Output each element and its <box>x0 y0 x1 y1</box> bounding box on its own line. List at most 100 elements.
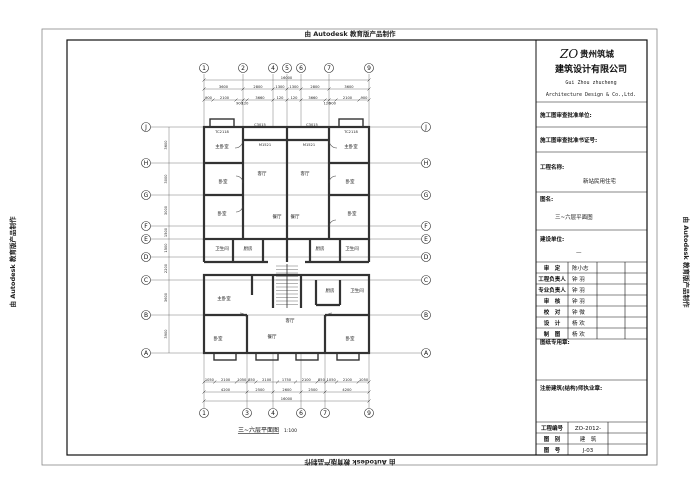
axis-bubble <box>364 63 374 73</box>
dim-top-sub: 2100 <box>220 96 230 100</box>
axis-label-side: C <box>424 277 428 284</box>
dim-left: 1500 <box>164 227 168 237</box>
axis-label-top: 4 <box>271 65 275 72</box>
axis-label-side: A <box>424 350 429 357</box>
dimension-tick <box>323 98 327 102</box>
axis-label-bottom: 6 <box>299 410 303 417</box>
registered-seal-label: 注册建筑(结构)师执业章: <box>540 384 602 392</box>
dim-bottom: 2500 <box>255 388 265 392</box>
sheet-no-label: 图 号 <box>544 446 561 454</box>
signature-table: 审 定陈小志工程负责人钟 羽专业负责人钟 羽审 核钟 羽校 对钟 微设 计杨 欢… <box>538 264 589 338</box>
axis-bubble <box>296 408 306 418</box>
axis-bubble <box>141 275 151 285</box>
drawing-name: 三~六层平面图 <box>555 213 593 221</box>
dim-top: 2800 <box>310 85 320 89</box>
dim-top: 1300 <box>275 85 285 89</box>
company-name-2: 建筑设计有限公司 <box>555 63 627 75</box>
axis-label-side: F <box>144 223 148 230</box>
axis-bubble <box>141 190 151 200</box>
dim-bottom: 4200 <box>342 388 352 392</box>
walls <box>202 125 371 355</box>
dimension-tick <box>271 87 275 91</box>
dim-bottom: 2600 <box>282 388 292 392</box>
dimension-tick <box>334 380 339 384</box>
project-name-label: 工程名称: <box>540 163 564 171</box>
axis-bubble <box>268 63 278 73</box>
signature-role: 校 对 <box>544 308 561 316</box>
dim-top: 1300 <box>289 85 299 89</box>
dimension-tick <box>299 390 303 394</box>
signature-name: 杨 欢 <box>572 330 585 338</box>
dim-top-sub: 900 <box>361 96 369 100</box>
dimension-tick <box>324 380 328 384</box>
axis-label-side: G <box>424 192 429 199</box>
axis-bubble <box>421 275 431 285</box>
signature-name: 钟 羽 <box>572 286 585 294</box>
dimension-tick <box>202 98 206 102</box>
room-label: 客厅 <box>286 317 295 324</box>
dim-top: 2800 <box>253 85 263 89</box>
dim-top-sub: 120 <box>291 96 299 100</box>
watermark-bottom: 由 Autodesk 教育版产品制作 <box>304 458 396 467</box>
dim-top: 3600 <box>344 85 354 89</box>
room-labels: 主卧室主卧室卧室卧室卧室卧室客厅客厅餐厅餐厅卫生间卫生间厨房厨房主卧室厨房卫生间… <box>214 143 365 342</box>
axis-label-side: G <box>144 192 149 199</box>
discipline-label: 图 别 <box>544 435 561 443</box>
dim-left: 2200 <box>164 263 168 273</box>
dim-bottom-sub: 850 <box>318 378 326 382</box>
room-label: 卧室 <box>348 210 357 217</box>
window-label: TC2118 <box>343 130 358 134</box>
dim-left: 3900 <box>164 329 168 339</box>
axis-label-side: E <box>144 236 148 243</box>
axis-label-top: 2 <box>241 65 245 72</box>
room-label: 卧室 <box>214 335 223 342</box>
axis-bubble <box>364 408 374 418</box>
dim-bottom-sub: 2100 <box>221 378 231 382</box>
room-label: 客厅 <box>301 170 310 177</box>
client-label: 建设单位: <box>540 235 564 243</box>
room-label: 厨房 <box>244 245 253 252</box>
axis-label-side: J <box>424 124 427 131</box>
company-logo: ZO <box>559 47 578 61</box>
dim-total-bottom: 16000 <box>281 397 293 401</box>
axis-label-bottom: 9 <box>367 410 371 417</box>
dimension-tick <box>293 380 298 384</box>
dimension-tick <box>211 98 215 102</box>
seal-label: 图纸专用章: <box>540 338 570 346</box>
approval-unit-label: 施工图审查批准单位: <box>540 111 592 119</box>
axis-bubble <box>324 63 334 73</box>
axis-label-bottom: 4 <box>271 410 275 417</box>
axis-label-bottom: 7 <box>323 410 327 417</box>
axis-label-side: H <box>424 160 429 167</box>
signature-role: 专业负责人 <box>538 286 566 294</box>
dimension-tick <box>271 98 275 102</box>
axis-bubble <box>296 63 306 73</box>
dimension-tick <box>202 380 206 384</box>
axis-bubble <box>421 221 431 231</box>
dimension-tick <box>299 98 303 102</box>
dimension-tick <box>367 390 371 394</box>
dim-top-sub: 120 <box>277 96 285 100</box>
dim-bottom-sub: 850 <box>248 378 256 382</box>
axis-label-side: H <box>144 160 149 167</box>
room-label: 厨房 <box>326 287 335 294</box>
client: — <box>576 250 582 256</box>
inner-frame <box>66 39 648 456</box>
axis-label-top: 9 <box>367 65 371 72</box>
watermark-right: 由 Autodesk 教育版产品制作 <box>682 216 691 308</box>
dimension-tick <box>323 390 327 394</box>
signature-name: 钟 羽 <box>572 275 585 283</box>
dim-top-sub: 3660 <box>255 96 265 100</box>
dim-bottom-sub: 2100 <box>262 378 272 382</box>
sheet-no: J-03 <box>582 448 594 454</box>
room-label: 卧室 <box>346 178 355 185</box>
room-label: 主卧室 <box>215 143 229 150</box>
dim-bottom-sub: 1750 <box>282 378 292 382</box>
door-swings <box>234 139 338 321</box>
axis-bubble <box>199 63 209 73</box>
room-label: 卫生间 <box>350 287 364 294</box>
dim-top-sub: 120 <box>324 102 332 106</box>
room-label: 客厅 <box>258 170 267 177</box>
